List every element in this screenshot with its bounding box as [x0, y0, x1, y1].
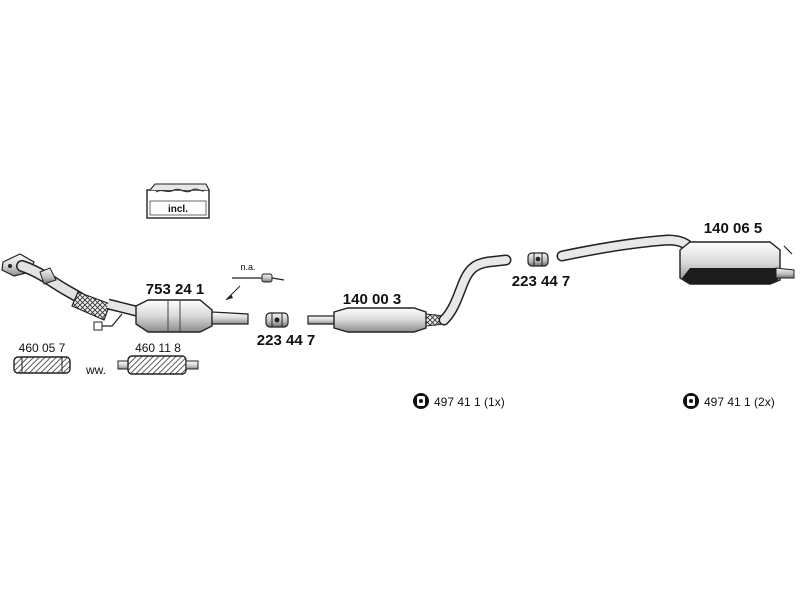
clamp-rear: 223 44 7 — [512, 252, 570, 290]
clamp-front-part-number: 223 44 7 — [257, 332, 315, 349]
middle-silencer-part-number: 140 00 3 — [343, 291, 401, 308]
rear-silencer-part-number: 140 06 5 — [704, 220, 762, 237]
mounting-kit-2x-part-number: 497 41 1 (2x) — [704, 395, 775, 409]
flex-pipe-b: 460 11 8 — [117, 341, 199, 375]
included-kit-box: incl. — [146, 183, 210, 219]
mounting-kit-1x-part-number: 497 41 1 (1x) — [434, 395, 505, 409]
catalytic-converter: 753 24 1 — [135, 281, 249, 333]
middle-silencer: 140 00 3 — [307, 254, 512, 333]
na-label: n.a. — [240, 262, 255, 272]
sensor-not-available: n.a. — [225, 262, 285, 301]
clamp-rear-part-number: 223 44 7 — [512, 273, 570, 290]
mounting-kit-2x: 497 41 1 (2x) — [683, 393, 775, 409]
rear-silencer: 140 06 5 — [556, 220, 795, 285]
flex-pipe-a: 460 05 7 — [13, 341, 71, 374]
incl-label: incl. — [168, 204, 188, 215]
alternative-separator: ww. — [85, 363, 106, 377]
mounting-kit-1x: 497 41 1 (1x) — [413, 393, 505, 409]
catalytic-converter-part-number: 753 24 1 — [146, 281, 204, 298]
clamp-front: 223 44 7 — [257, 312, 315, 349]
front-pipe — [16, 260, 142, 331]
flex-pipe-a-part-number: 460 05 7 — [19, 341, 66, 355]
flex-pipe-b-part-number: 460 11 8 — [135, 341, 181, 355]
